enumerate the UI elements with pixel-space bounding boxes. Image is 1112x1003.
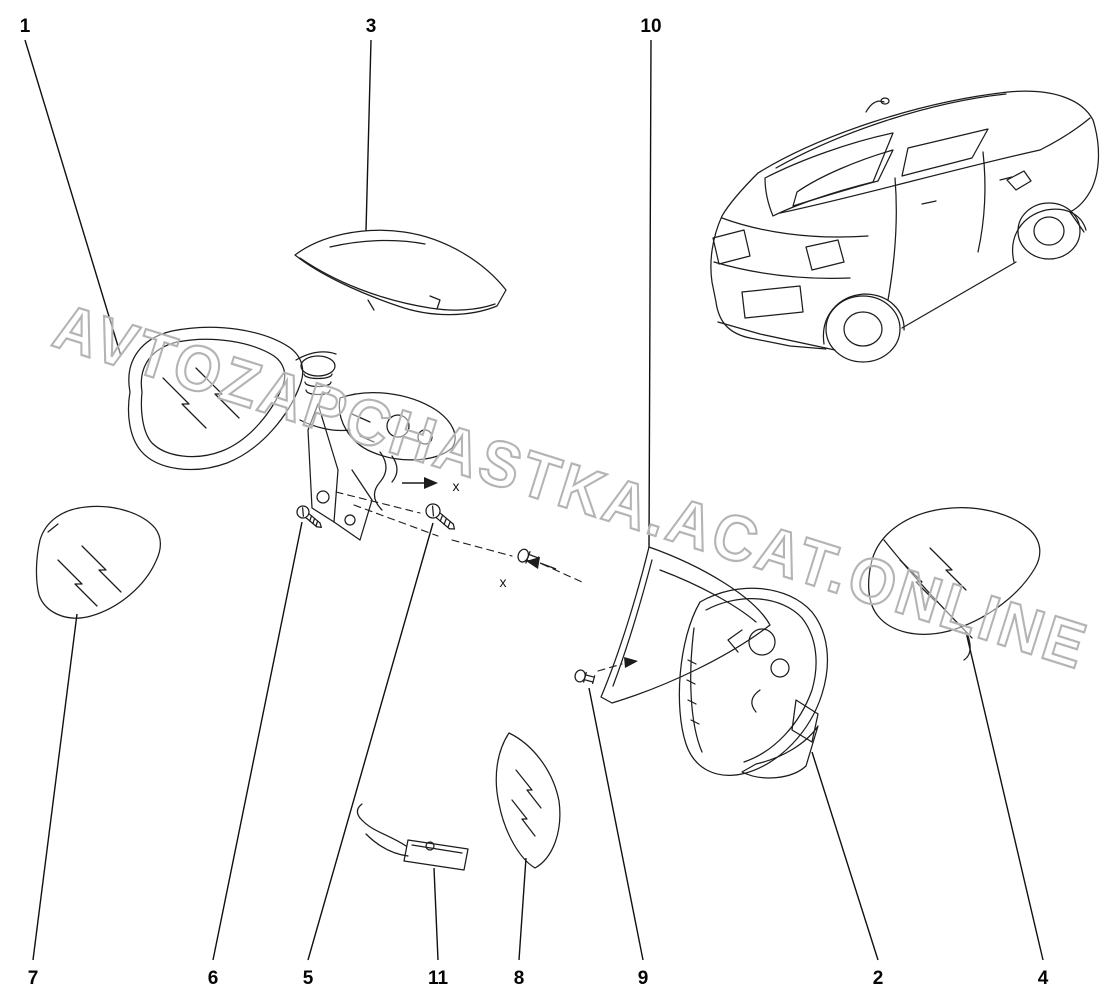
callout-3[interactable]: 3 [366,16,377,37]
leader-9 [588,687,644,961]
callout-1[interactable]: 1 [20,16,31,37]
leader-11 [433,867,439,961]
left-mirror-assembly [127,326,456,541]
rear-wheel [825,295,901,363]
arrow-icon [424,477,438,489]
callouts-bottom: 7 6 5 11 8 9 2 4 [28,968,1049,989]
leader-5 [307,522,434,961]
left-mirror-glass [35,505,161,619]
car-illustration [710,90,1100,363]
clip-upper [517,548,540,566]
callout-6[interactable]: 6 [208,968,219,989]
callout-5[interactable]: 5 [303,968,314,989]
leader-1 [24,39,122,357]
leader-lines [24,39,1044,961]
x-mark-upper: x [453,478,460,494]
screw-6 [296,505,323,529]
callout-11[interactable]: 11 [428,968,449,989]
arrow-icon [624,657,638,668]
turn-signal-lamp [356,803,469,871]
leader-2 [811,751,879,961]
right-mirror-assembly [678,587,829,779]
x-mark-lower: x [500,574,507,590]
callout-9[interactable]: 9 [638,968,649,989]
antenna-icon [865,100,885,113]
screw-5 [425,503,456,530]
leader-7 [32,613,78,961]
callout-8[interactable]: 8 [514,968,525,989]
right-mirror-glass [868,506,1041,661]
callout-10[interactable]: 10 [640,16,661,37]
mirror-cover-cap [294,229,507,316]
seal-pad [495,732,561,869]
leader-10 [648,39,652,549]
assembly-guides [335,477,638,672]
callout-4[interactable]: 4 [1038,968,1049,989]
front-wheel [1017,202,1081,260]
callouts-top: 1 3 10 [20,16,662,37]
leader-4 [965,631,1044,961]
leader-8 [518,857,527,961]
leader-3 [365,39,372,232]
clip-9 [574,669,596,685]
watermark-text: AVTOZAPCHASTKA.ACAT.ONLINE [46,290,1098,683]
leader-6 [212,521,303,961]
car-side-mirror [1006,170,1032,191]
callout-7[interactable]: 7 [28,968,39,989]
callout-2[interactable]: 2 [873,968,884,989]
